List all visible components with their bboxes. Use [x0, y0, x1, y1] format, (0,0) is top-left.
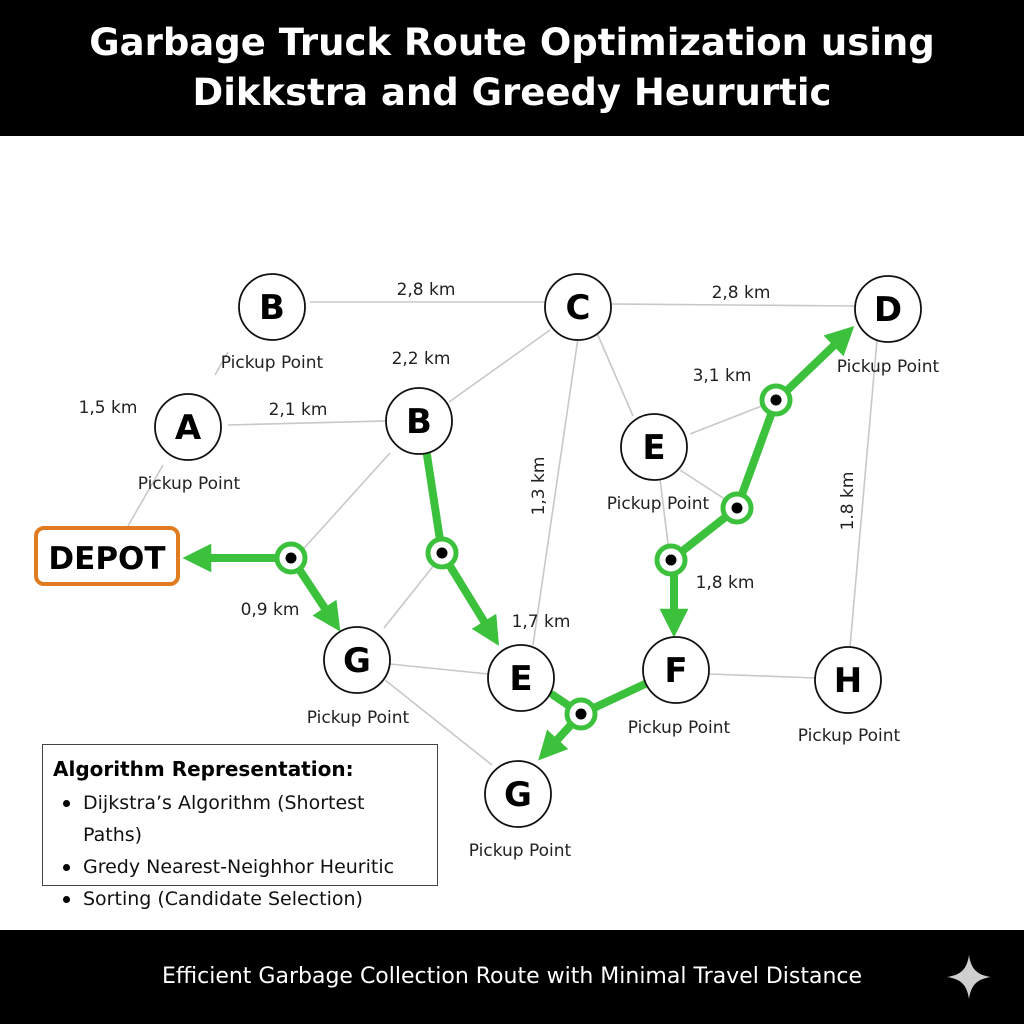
edge-c-e: [532, 337, 579, 646]
edge-label-b-mid-c: 2,2 km: [392, 349, 451, 369]
node-f: F: [642, 636, 710, 704]
node-f-label: F: [664, 651, 687, 691]
edge-f-h: [709, 673, 816, 679]
edge-c-eright: [596, 332, 634, 417]
caption-g-left: Pickup Point: [307, 708, 410, 728]
waypoint-marker: [564, 697, 598, 731]
edge-a-b: [227, 420, 387, 426]
edge-g-e: [389, 663, 489, 675]
legend-title: Algorithm Representation:: [53, 757, 354, 781]
legend-list: Dijkstra’s Algorithm (Shortest Paths) Gr…: [53, 787, 427, 915]
title-line-2: Dikkstra and Greedy Heururtic: [192, 71, 832, 114]
caption-f: Pickup Point: [628, 718, 731, 738]
edge-label-e-d: 3,1 km: [693, 366, 752, 386]
caption-h: Pickup Point: [798, 726, 901, 746]
edge-label-b-c: 2,8 km: [397, 280, 456, 300]
footer-banner: Efficient Garbage Collection Route with …: [0, 930, 1024, 1024]
edge-label-depot-g: 0,9 km: [241, 600, 300, 620]
edge-c-d: [611, 303, 856, 307]
edge-d-h: [849, 339, 878, 648]
node-c: C: [544, 273, 612, 341]
caption-g-bottom: Pickup Point: [469, 841, 572, 861]
edge-label-d-h: 1.8 km: [838, 472, 858, 531]
edge-b-a: [214, 351, 229, 376]
node-g-left: G: [323, 626, 391, 694]
depot-label: DEPOT: [48, 541, 165, 577]
waypoints: [274, 383, 793, 731]
edge-b-node: [296, 452, 391, 557]
node-c-label: C: [566, 288, 591, 328]
legend-item: Gredy Nearest-Neighhor Heuritic: [63, 851, 427, 883]
node-e-bottom-label: E: [509, 659, 532, 699]
node-b-top: B: [238, 273, 306, 341]
caption-d: Pickup Point: [837, 357, 940, 377]
edge-g-node: [383, 554, 443, 629]
caption-e-right: Pickup Point: [607, 494, 710, 514]
node-a: A: [154, 393, 222, 461]
edge-label-b-e: 1,7 km: [512, 612, 571, 632]
edge-eright-node: [689, 401, 773, 435]
node-d-label: D: [874, 290, 902, 330]
node-b-top-label: B: [259, 288, 285, 328]
node-b-mid-label: B: [406, 402, 432, 442]
edge-label-c-e-bottom: 1,3 km: [529, 457, 549, 516]
node-e-bottom: E: [487, 644, 555, 712]
title-banner: Garbage Truck Route Optimization using D…: [0, 0, 1024, 136]
node-g-bottom: G: [484, 760, 552, 828]
node-h-label: H: [834, 661, 862, 701]
node-a-label: A: [175, 408, 202, 448]
optimized-route: [182, 326, 855, 761]
title-line-1: Garbage Truck Route Optimization using: [89, 21, 935, 64]
edge-g-gbottom: [384, 679, 493, 766]
legend-item: Sorting (Candidate Selection): [63, 883, 427, 915]
node-e-right: E: [620, 413, 688, 481]
waypoint-marker: [425, 536, 459, 570]
sparkle-icon: [947, 955, 991, 999]
waypoint-marker: [274, 541, 308, 575]
waypoint-marker: [654, 543, 688, 577]
edge-label-a-b: 2,1 km: [269, 400, 328, 420]
edge-label-e-f: 1,8 km: [696, 573, 755, 593]
node-e-right-label: E: [642, 428, 665, 468]
footer-caption: Efficient Garbage Collection Route with …: [161, 964, 863, 989]
caption-b-top: Pickup Point: [221, 353, 324, 373]
legend-item: Dijkstra’s Algorithm (Shortest Paths): [63, 787, 427, 851]
edge-label-a-depot: 1,5 km: [79, 398, 138, 418]
edge-a-depot: [127, 464, 164, 527]
graph-nodes: B C D A B E G E F H G: [154, 273, 922, 828]
depot-node: DEPOT: [34, 526, 180, 586]
node-h: H: [814, 646, 882, 714]
route-b-node: [423, 451, 446, 557]
node-g-bottom-label: G: [504, 775, 532, 815]
caption-a: Pickup Point: [138, 474, 241, 494]
route-node-node2: [733, 397, 780, 512]
waypoint-marker: [720, 491, 754, 525]
waypoint-marker: [759, 383, 793, 417]
node-b-mid: B: [385, 387, 453, 455]
algorithm-legend: Algorithm Representation: Dijkstra’s Alg…: [42, 744, 438, 910]
graph-edges: [127, 301, 878, 766]
edge-b-c-mid: [448, 329, 551, 403]
edge-label-c-d: 2,8 km: [712, 283, 771, 303]
node-g-left-label: G: [343, 641, 371, 681]
node-d: D: [854, 275, 922, 343]
